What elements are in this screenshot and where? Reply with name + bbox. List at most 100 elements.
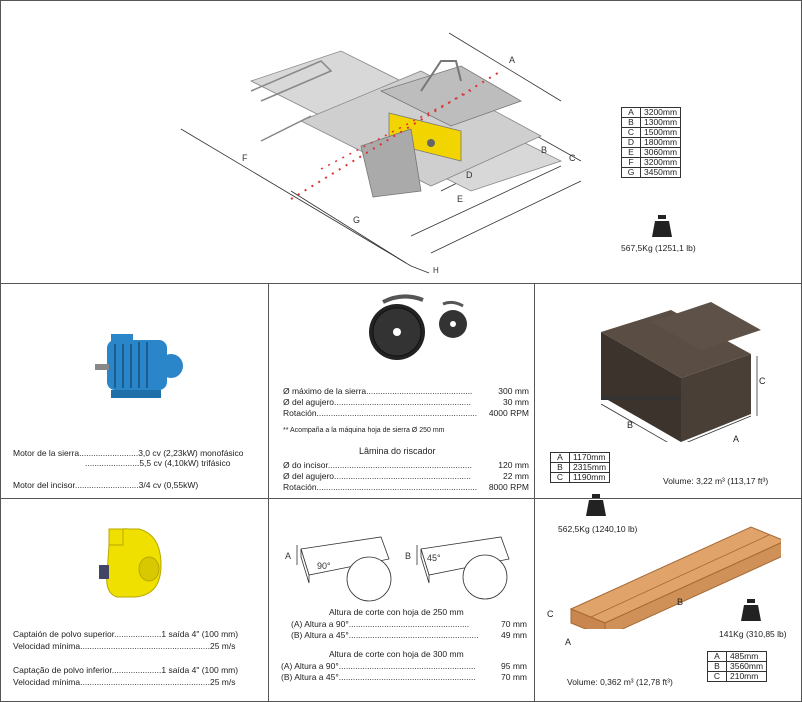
wooden-crate-icon	[569, 526, 781, 629]
package-1-weight: 562,5Kg (1240,10 lb)	[558, 524, 638, 534]
cut-angle-90: 90°	[317, 561, 331, 571]
dimension-value: 1800mm	[639, 137, 682, 148]
spec-row: Ø del agujero...........................…	[283, 471, 529, 481]
upper-dust-label: Captaión de polvo superior..............…	[13, 629, 162, 639]
spec-label: (A) Altura a 90°........................…	[281, 661, 476, 671]
cut-title-300: Altura de corte con hoja de 300 mm	[329, 649, 464, 659]
dimension-value: 1500mm	[639, 127, 682, 138]
dim-label-d: D	[466, 170, 473, 180]
dimension-value: 3560mm	[725, 661, 768, 672]
spec-row: Ø máximo de la sierra...................…	[283, 386, 529, 396]
spec-value: 4000 RPM	[488, 408, 529, 418]
cut-title-250: Altura de corte con hoja de 250 mm	[329, 607, 464, 617]
package-crate-icon	[600, 302, 761, 442]
dim-label-b: B	[541, 145, 547, 155]
weight-icon	[586, 494, 606, 516]
spec-value: 70 mm	[501, 619, 527, 629]
electric-motor-icon	[95, 334, 183, 398]
package-2-weight: 141Kg (310,85 lb)	[719, 629, 787, 639]
dimension-value: 3200mm	[639, 157, 682, 168]
dust-extractor-icon	[99, 528, 162, 598]
dim-label-g: G	[353, 215, 360, 225]
spec-row: (B) Altura a 45°........................…	[291, 630, 527, 640]
box1-label-c: C	[759, 376, 766, 386]
dimension-value: 210mm	[725, 671, 768, 682]
upper-dust-value: 1 saída 4" (100 mm)	[161, 629, 239, 639]
dim-label-a: A	[509, 55, 515, 65]
spec-label: Ø del agujero...........................…	[283, 397, 472, 407]
dimension-value: 485mm	[725, 651, 768, 662]
speed2-label: Velocidad mínima........................…	[13, 677, 210, 687]
box1-label-b: B	[627, 420, 634, 430]
spec-label: Rotación................................…	[283, 482, 478, 492]
spec-row: Rotación................................…	[283, 482, 529, 492]
spec-value: 300 mm	[498, 386, 529, 396]
cut-angle-45: 45°	[427, 553, 441, 563]
spec-value: 70 mm	[501, 672, 527, 682]
scorer-motor-value: 3/4 cv (0,55kW)	[138, 480, 199, 490]
spec-label: Ø del agujero...........................…	[283, 471, 472, 481]
saw-motor-tri: 5,5 cv (4,10kW) trifásico	[139, 458, 231, 468]
dimension-key: A	[550, 452, 570, 463]
cut-label-a: A	[285, 551, 291, 561]
package-2-volume: Volume: 0,362 m³ (12,78 ft³)	[567, 677, 673, 687]
saw-dimension-drawing: A B C D E F G H	[180, 32, 582, 275]
spec-label: (A) Altura a 90°........................…	[291, 619, 470, 629]
saw-blade-icon	[369, 294, 467, 360]
spec-row: Ø del agujero...........................…	[283, 397, 529, 407]
dimension-key: E	[621, 147, 641, 158]
blade-note: ** Acompaña a la máquina hoja de sierra …	[283, 427, 445, 434]
spec-value: 22 mm	[503, 471, 529, 481]
motor-panel: Motor de la sierra......................…	[0, 283, 269, 499]
saw-motor-mono: 3,0 cv (2,23kW) monofásico	[138, 448, 244, 458]
dim-label-f: F	[242, 153, 248, 163]
scorer-motor-label: Motor del incisor.......................…	[13, 480, 139, 490]
dimension-key: B	[707, 661, 727, 672]
dimension-value: 3200mm	[639, 107, 682, 118]
spec-label: Ø máximo de la sierra...................…	[283, 386, 473, 396]
speed2-value: 25 m/s	[209, 677, 236, 687]
dimension-value: 1300mm	[639, 117, 682, 128]
saw-motor-label: Motor de la sierra......................…	[13, 448, 139, 458]
dimension-key: A	[707, 651, 727, 662]
spec-value: 49 mm	[501, 630, 527, 640]
spec-label: (B) Altura a 45°........................…	[281, 672, 476, 682]
scorer-title: Lâmina do riscador	[359, 446, 436, 456]
lower-dust-value: 1 saída 4" (100 mm)	[161, 665, 239, 675]
dimension-key: C	[707, 671, 727, 682]
speed1-label: Velocidad mínima........................…	[13, 641, 210, 651]
weight-icon	[741, 599, 761, 621]
dim-label-e: E	[457, 194, 463, 204]
spec-row: Ø do incisor............................…	[283, 460, 529, 470]
dimension-value: 3450mm	[639, 167, 682, 178]
machine-weight: 567,5Kg (1251,1 lb)	[621, 243, 696, 253]
box1-label-a: A	[733, 434, 740, 444]
dimension-value: 2315mm	[568, 462, 611, 473]
dimension-key: C	[550, 472, 570, 483]
dimension-value: 1170mm	[568, 452, 611, 463]
dimension-key: F	[621, 157, 641, 168]
dim-label-c: C	[569, 153, 576, 163]
spec-row: (A) Altura a 90°........................…	[281, 661, 527, 671]
weight-icon	[652, 215, 672, 237]
dimension-key: A	[621, 107, 641, 118]
dimension-key: C	[621, 127, 641, 138]
package-1-volume: Volume: 3,22 m³ (113,17 ft³)	[663, 476, 769, 486]
spec-value: 8000 RPM	[488, 482, 529, 492]
dimension-key: B	[621, 117, 641, 128]
spec-label: Ø do incisor............................…	[283, 460, 472, 470]
